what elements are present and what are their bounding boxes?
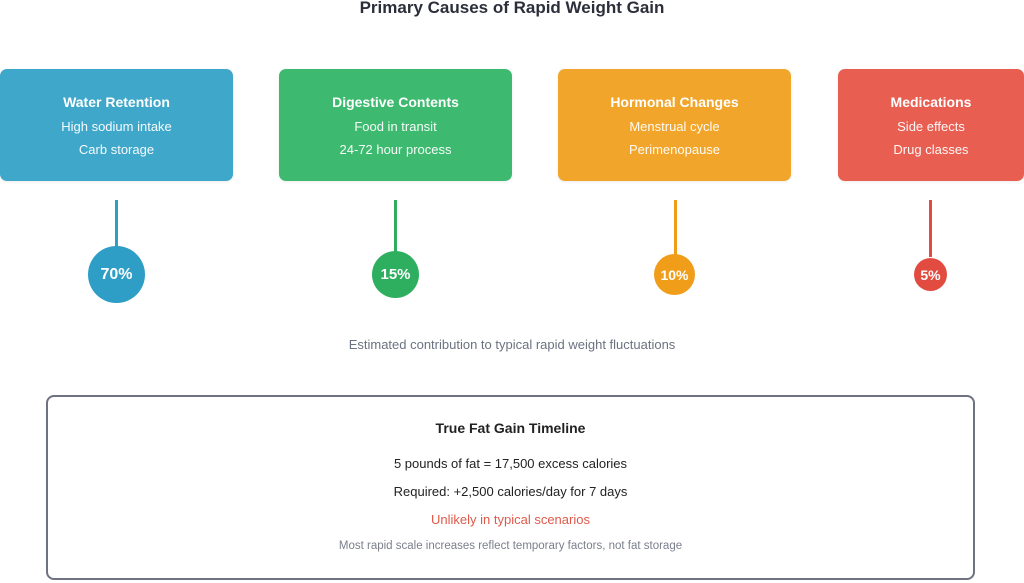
percent-circle-water: 70%	[88, 246, 145, 303]
card-title: Water Retention	[63, 94, 170, 110]
card-hormonal-changes: Hormonal Changes Menstrual cycle Perimen…	[558, 69, 791, 181]
card-line: Perimenopause	[628, 142, 721, 157]
card-line: Carb storage	[78, 142, 155, 157]
timeline-note: Most rapid scale increases reflect tempo…	[338, 540, 683, 552]
card-title: Digestive Contents	[332, 94, 459, 110]
card-digestive-contents: Digestive Contents Food in transit 24-72…	[279, 69, 512, 181]
percent-label: 10%	[660, 266, 689, 283]
timeline-line-1: 5 pounds of fat = 17,500 excess calories	[393, 456, 628, 471]
connector-line	[674, 200, 677, 256]
connector-line	[394, 200, 397, 252]
percent-label: 5%	[920, 266, 941, 283]
diagram-title: Primary Causes of Rapid Weight Gain	[359, 0, 665, 17]
percent-label: 70%	[100, 265, 133, 283]
card-line: Food in transit	[354, 119, 437, 134]
card-water-retention: Water Retention High sodium intake Carb …	[0, 69, 233, 181]
timeline-warning: Unlikely in typical scenarios	[431, 512, 590, 527]
percent-circle-medications: 5%	[914, 258, 947, 291]
percent-circle-digestive: 15%	[372, 251, 419, 298]
card-line: Menstrual cycle	[629, 119, 720, 134]
connector-line	[929, 200, 932, 257]
card-line: Side effects	[897, 119, 965, 134]
percent-circle-hormonal: 10%	[654, 254, 695, 295]
fat-gain-timeline-box: True Fat Gain Timeline 5 pounds of fat =…	[46, 395, 975, 580]
card-title: Medications	[890, 94, 972, 110]
timeline-title: True Fat Gain Timeline	[435, 420, 586, 436]
card-line: High sodium intake	[61, 119, 172, 134]
card-title: Hormonal Changes	[610, 94, 739, 110]
card-medications: Medications Side effects Drug classes	[838, 69, 1024, 181]
card-line: Drug classes	[893, 142, 969, 157]
card-line: 24-72 hour process	[339, 142, 452, 157]
caption: Estimated contribution to typical rapid …	[348, 337, 676, 352]
percent-label: 15%	[380, 266, 411, 283]
connector-line	[115, 200, 118, 248]
timeline-line-2: Required: +2,500 calories/day for 7 days	[393, 484, 628, 499]
